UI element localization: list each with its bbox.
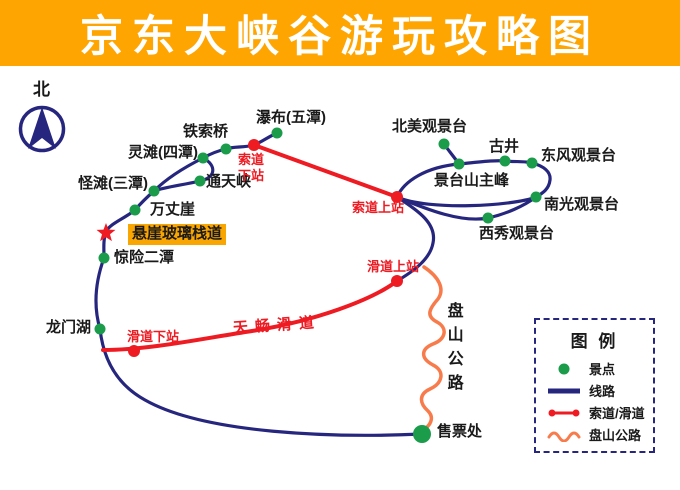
station-label-ropeway-lower: 索道 下站 [238,152,265,184]
mountain-road-path [419,265,446,432]
legend: 图 例 景点 线路 索道/滑道 盘山公路 [534,318,655,453]
legend-rows: 景点 线路 索道/滑道 盘山公路 [546,361,653,443]
legend-row-spot: 景点 [546,361,653,377]
spot-label-ticket-office: 售票处 [437,423,483,440]
xixiu-branch-path [395,195,538,221]
spot-dot-jingxian [98,252,110,264]
spot-dot-dongfeng [526,157,538,169]
slide-connector-path [395,195,436,283]
spot-dot-xixiu [482,212,494,224]
spot-dot-beimei [438,138,450,150]
spot-label-iron-bridge: 铁索桥 [183,123,229,140]
station-dot-ropeway-upper [391,191,403,203]
mountain-road-label: 盘山公路 [444,302,462,398]
navy-line-icon [548,388,580,393]
legend-row-road: 盘山公路 [546,427,653,443]
spot-label-beimei: 北美观景台 [392,118,468,135]
map-title-banner: 京东大峡谷游玩攻略图 [0,0,680,66]
spot-dot-wanzhangya [129,204,141,216]
map-title: 京东大峡谷游玩攻略图 [80,13,600,61]
slideway-line [101,279,399,352]
star-icon [96,223,116,242]
legend-label-ropeway: 索道/滑道 [589,406,645,421]
station-label-slide-lower: 滑道下站 [127,329,180,344]
spot-dot-nanguang [530,191,542,203]
spot-label-guaitan: 怪滩(三潭) [78,175,148,192]
station-dot-slide-upper [391,275,403,287]
spot-label-jingtaishan: 景台山主峰 [434,172,510,189]
legend-label-route: 线路 [589,384,616,399]
spot-dot-lingtan [197,152,209,164]
spot-label-waterfall: 瀑布(五潭) [256,109,326,126]
spot-label-jingxian: 惊险二潭 [114,249,175,266]
spot-dot-longmen-lake [94,323,106,335]
spot-dot-iron-bridge [220,143,232,155]
legend-row-ropeway: 索道/滑道 [546,405,653,421]
spot-label-longmen-lake: 龙门湖 [46,319,92,336]
spot-dot-tongtianxia [194,175,206,187]
ropeway-line [252,143,399,199]
orange-wave-icon [547,431,581,442]
spot-label-xixiu: 西秀观景台 [479,225,555,242]
spot-dot-ticket-office [413,425,431,443]
spot-dot-waterfall [271,127,283,139]
spot-label-nanguang: 南光观景台 [544,196,620,213]
compass-north-label: 北 [33,80,50,99]
station-dots [128,139,403,357]
spot-dot-guaitan [148,185,160,197]
station-dot-slide-lower [128,345,140,357]
legend-row-route: 线路 [546,383,653,399]
green-dot-icon [558,363,570,374]
red-dumbbell-icon [548,409,580,416]
compass-icon [18,105,66,153]
legend-label-spot: 景点 [589,362,616,377]
station-label-slide-upper: 滑道上站 [367,259,420,274]
spot-label-glass-walkway: 悬崖玻璃栈道 [128,224,227,245]
spot-label-tongtianxia: 通天峡 [206,173,252,190]
spot-label-wanzhangya: 万丈崖 [150,201,196,218]
station-dot-ropeway-lower [248,139,260,151]
station-label-ropeway-upper: 索道上站 [352,200,405,215]
spot-dot-jingtaishan [453,158,465,170]
ropeway-lines [101,143,399,352]
legend-title: 图 例 [570,332,619,351]
spot-dots [94,127,542,443]
spot-dot-gujing [499,155,511,167]
spot-label-gujing: 古井 [489,138,520,155]
spot-label-dongfeng: 东风观景台 [541,147,617,164]
legend-label-road: 盘山公路 [589,428,642,443]
spot-label-lingtan: 灵滩(四潭) [128,144,198,161]
